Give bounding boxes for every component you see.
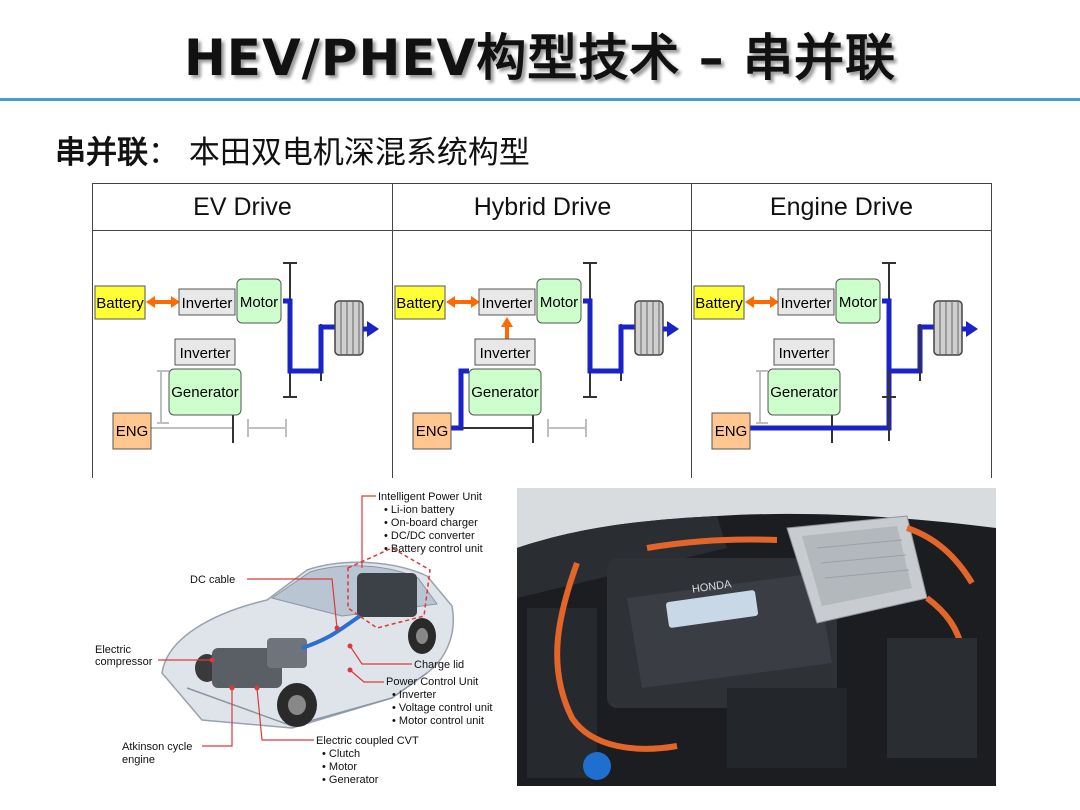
motor-label: Motor bbox=[540, 294, 578, 311]
battery-label: Battery bbox=[396, 295, 444, 312]
title-divider bbox=[0, 98, 1080, 101]
car-body-illustration bbox=[161, 547, 454, 729]
wheel-icon bbox=[634, 300, 664, 356]
subtitle-text: 本田双电机深混系统构型 bbox=[188, 135, 530, 171]
cvt-item: • Motor bbox=[322, 761, 357, 773]
compressor-label: compressor bbox=[95, 656, 153, 668]
engine-label: ENG bbox=[715, 423, 748, 440]
battery-label: Battery bbox=[695, 295, 743, 312]
hybrid-drive-header: Hybrid Drive bbox=[393, 184, 692, 231]
cvt-item: • Generator bbox=[322, 774, 379, 786]
ipu-unit bbox=[357, 573, 417, 617]
engine-block bbox=[212, 648, 282, 688]
inactive-links bbox=[547, 419, 587, 437]
slide-subtitle: 串并联： 本田双电机深混系统构型 bbox=[55, 127, 530, 172]
honda-logo-text: HONDA bbox=[691, 578, 733, 596]
ipu-item: • DC/DC converter bbox=[384, 530, 475, 542]
power-flow-path bbox=[583, 298, 639, 374]
inverter-top-label: Inverter bbox=[182, 295, 233, 312]
wheel-icon bbox=[334, 300, 364, 356]
generator-label: Generator bbox=[770, 384, 838, 401]
car-cutaway-diagram: Intelligent Power Unit • Li-ion battery … bbox=[95, 491, 492, 786]
callout-lines bbox=[158, 495, 412, 747]
hybrid-drive-diagram: Battery Inverter Motor Inverter Generato… bbox=[394, 262, 679, 450]
inverter-bottom-label: Inverter bbox=[779, 345, 830, 362]
charge-lid-label: Charge lid bbox=[414, 659, 464, 671]
ipu-item: • On-board charger bbox=[384, 517, 478, 529]
wheel-icon bbox=[933, 300, 963, 356]
engine-label: ENG bbox=[416, 423, 449, 440]
pcu-item: • Voltage control unit bbox=[392, 702, 492, 714]
engine-label: ENG bbox=[116, 423, 149, 440]
drive-arrow-icon bbox=[667, 321, 679, 337]
cvt-title: Electric coupled CVT bbox=[316, 735, 419, 747]
engine-bay-photo: HONDA bbox=[517, 488, 996, 786]
ipu-item: • Battery control unit bbox=[384, 543, 483, 555]
ev-drive-diagram: Battery Inverter Motor Inverter Generato… bbox=[94, 262, 379, 450]
motor-label: Motor bbox=[240, 294, 278, 311]
atkinson-label: engine bbox=[122, 754, 155, 766]
engine-flow-path bbox=[451, 368, 469, 431]
motor-label: Motor bbox=[839, 294, 877, 311]
engine-direct-flow-path bbox=[750, 324, 938, 431]
inverter-top-label: Inverter bbox=[482, 295, 533, 312]
engine-drive-diagram: Battery Inverter Motor Inverter Generato… bbox=[693, 262, 978, 450]
pcu-item: • Motor control unit bbox=[392, 715, 484, 727]
pcu-title: Power Control Unit bbox=[386, 676, 478, 688]
ev-drive-panel: EV Drive bbox=[93, 184, 392, 478]
drive-arrow-icon bbox=[367, 321, 379, 337]
generator-label: Generator bbox=[471, 384, 539, 401]
inactive-links bbox=[756, 370, 768, 424]
coolant-cap bbox=[583, 752, 611, 780]
engine-drive-panel: Engine Drive bbox=[691, 184, 991, 478]
inverter-top-label: Inverter bbox=[781, 295, 832, 312]
cvt-item: • Clutch bbox=[322, 748, 360, 760]
compressor-label: Electric bbox=[95, 644, 132, 656]
pcu-item: • Inverter bbox=[392, 689, 437, 701]
pcu-box bbox=[786, 515, 928, 624]
ev-drive-header: EV Drive bbox=[93, 184, 392, 231]
inactive-links bbox=[151, 370, 287, 437]
ipu-item: • Li-ion battery bbox=[384, 504, 455, 516]
atkinson-label: Atkinson cycle bbox=[122, 741, 192, 753]
drive-arrow-icon bbox=[966, 321, 978, 337]
engine-drive-header: Engine Drive bbox=[692, 184, 991, 231]
subtitle-separator: ： bbox=[148, 135, 179, 171]
inverter-bottom-label: Inverter bbox=[180, 345, 231, 362]
inverter-bottom-label: Inverter bbox=[480, 345, 531, 362]
dc-cable-line bbox=[301, 614, 362, 650]
power-flow-path bbox=[283, 298, 339, 374]
ipu-title: Intelligent Power Unit bbox=[378, 491, 482, 503]
generator-to-inverter-arrow bbox=[501, 317, 513, 327]
dc-cable-label: DC cable bbox=[190, 574, 235, 586]
engine-badge bbox=[666, 590, 758, 628]
battery-label: Battery bbox=[96, 295, 144, 312]
slide-title: HEV/PHEV构型技术 – 串并联 bbox=[183, 29, 897, 87]
generator-label: Generator bbox=[171, 384, 239, 401]
subtitle-lead: 串并联 bbox=[55, 135, 148, 171]
drive-modes-table: EV Drive bbox=[92, 183, 992, 478]
hybrid-drive-panel: Hybrid Drive bbox=[392, 184, 692, 478]
